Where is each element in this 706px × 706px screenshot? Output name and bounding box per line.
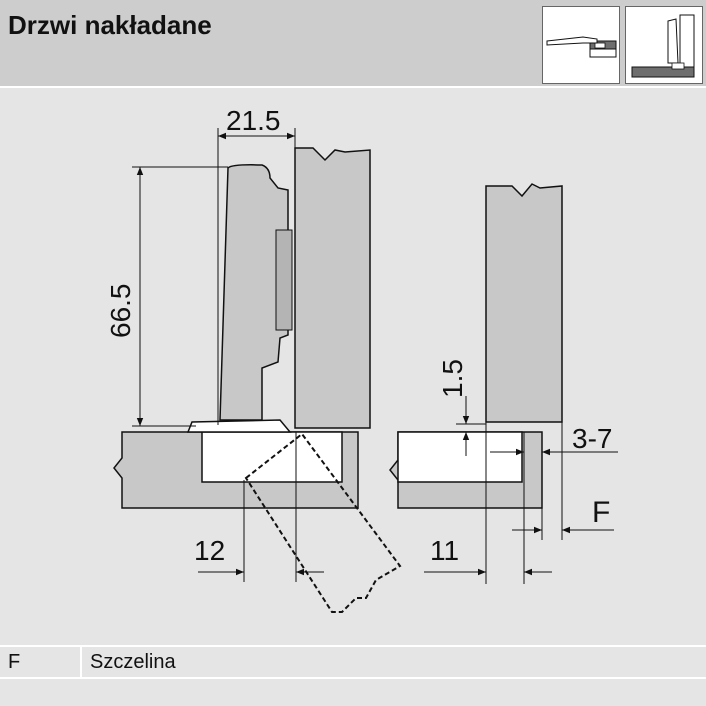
hinge-base-plate bbox=[186, 419, 292, 433]
legend-key: F bbox=[8, 651, 21, 673]
dimension-lines bbox=[132, 128, 618, 584]
technical-drawing: 21.5 66.5 1.5 3-7 12 11 F bbox=[105, 105, 618, 613]
right-assembly bbox=[389, 183, 563, 509]
dim-12: 12 bbox=[194, 535, 225, 566]
page-title: Drzwi nakładane bbox=[8, 10, 212, 40]
overlay-door-thumbnail[interactable] bbox=[542, 6, 620, 84]
dim-66-5: 66.5 bbox=[105, 284, 136, 339]
right-door-panel bbox=[485, 183, 563, 423]
right-cabinet-face bbox=[397, 431, 523, 483]
left-door-panel bbox=[294, 147, 371, 429]
left-assembly bbox=[113, 147, 402, 613]
dim-21-5: 21.5 bbox=[226, 105, 281, 136]
legend-value: Szczelina bbox=[90, 651, 176, 673]
dim-gap-f: F bbox=[592, 496, 610, 529]
legend-divider bbox=[80, 647, 82, 677]
cabinet-side-thumbnail[interactable] bbox=[625, 6, 703, 84]
hinge-plate-screw bbox=[275, 229, 293, 331]
hinge-arm bbox=[219, 164, 289, 421]
dim-3-7: 3-7 bbox=[572, 423, 612, 454]
hinge-closed-icon bbox=[546, 36, 617, 58]
dim-11: 11 bbox=[430, 535, 459, 566]
hinge-side-icon bbox=[631, 14, 695, 78]
dim-1-5: 1.5 bbox=[437, 359, 468, 398]
opened-door-outline bbox=[244, 432, 402, 613]
legend-row: F Szczelina bbox=[0, 645, 706, 679]
header-bar: Drzwi nakładane bbox=[0, 0, 706, 88]
